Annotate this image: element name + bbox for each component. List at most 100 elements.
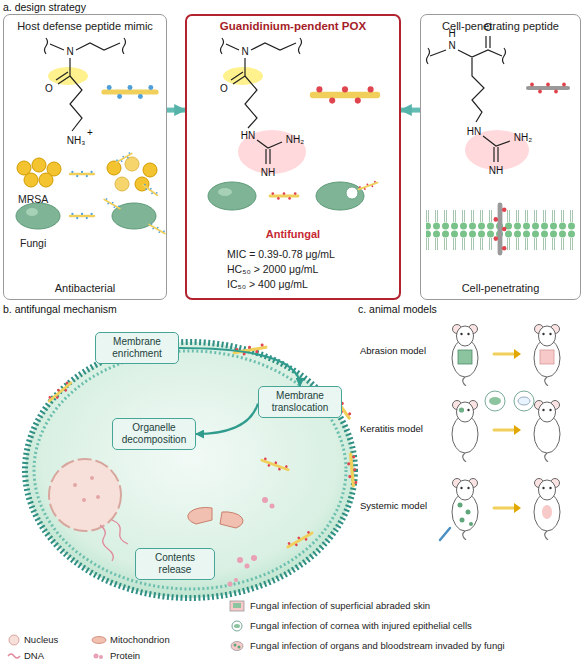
chemical-structure [226, 43, 296, 50]
protein [237, 557, 243, 563]
panel-title: Cell-penetrating peptide [421, 20, 580, 33]
chemical-structure [427, 48, 506, 64]
polymer-rod [346, 454, 357, 487]
legend-text: Fungal infection of cornea with injured … [250, 620, 472, 631]
polymer-rod [358, 180, 379, 192]
mouse-model [494, 429, 514, 432]
mouse-model [485, 391, 505, 411]
mouse-model [514, 503, 521, 513]
chemical-structure [223, 67, 263, 85]
bacteria-cluster [17, 158, 61, 187]
atom-label: HN [241, 131, 255, 141]
mouse-model [466, 510, 471, 515]
mouse-model [494, 353, 514, 356]
polymer-rod [286, 530, 314, 551]
mouse-model [440, 479, 560, 541]
mouse-model [514, 425, 521, 435]
strategy-panel: Host defense peptide mimicMRSAFungiAntib… [3, 14, 167, 300]
charge-label: + [87, 128, 93, 138]
chemical-structure [221, 38, 302, 54]
legend-item: Fungal infection of superficial abraded … [250, 600, 430, 611]
panel-caption: Antifungal [187, 228, 399, 241]
protein [228, 497, 275, 587]
node-text: Organelle decomposition [119, 422, 189, 446]
legend-icon [233, 603, 241, 608]
node-text: Membrane translocation [265, 390, 335, 414]
protein [262, 497, 268, 503]
polymer-rod [47, 380, 73, 404]
lipid-bilayer [426, 206, 576, 252]
polymer-rod [148, 222, 166, 235]
chemical-structure [45, 38, 126, 54]
flow-arrow [167, 108, 185, 113]
atom-label: NH [489, 166, 503, 176]
chemical-structure [472, 58, 484, 122]
atom-label: H [448, 29, 455, 39]
bacteria-cluster [24, 173, 38, 187]
chemical-structure [483, 136, 510, 162]
mouse-model [452, 401, 478, 463]
chemical-structure [45, 38, 126, 131]
disrupted-bacteria [115, 177, 129, 191]
chemical-structure [48, 67, 88, 85]
mechanism-box: Membrane translocation [258, 386, 342, 418]
figure-label: MRSA [18, 193, 48, 206]
chemical-structure [486, 36, 490, 48]
mouse-model [452, 325, 478, 387]
mouse-model [452, 391, 560, 462]
nucleus [90, 476, 94, 480]
mouse-model [489, 397, 501, 405]
mechanism-box: Organelle decomposition [112, 418, 196, 450]
chemical-structure [430, 50, 502, 57]
legend-icon [234, 644, 237, 647]
legend-icon [232, 621, 242, 631]
disrupted-bacteria [107, 157, 157, 191]
mitochondrion [220, 512, 243, 528]
nucleus [96, 495, 100, 499]
mouse-model [514, 391, 534, 411]
panel-caption: Cell-penetrating [421, 282, 580, 295]
flow-arrow [196, 404, 258, 434]
panel-title: Host defense peptide mimic [4, 20, 166, 33]
fungal-cell-large [25, 342, 355, 598]
property-value: IC₅₀ > 400 μg/mL [227, 278, 308, 291]
legend-text: Protein [110, 650, 140, 661]
polymer-rod [270, 192, 298, 200]
atom-label: N [66, 47, 73, 57]
mitochondrion [188, 507, 212, 524]
dna-strand [112, 520, 128, 544]
protein [251, 555, 257, 561]
dna-strand [100, 525, 113, 561]
property-value: HC₅₀ > 2000 μg/mL [227, 263, 318, 276]
legend-item: Fungal infection of organs and bloodstre… [250, 640, 505, 651]
mouse-model [494, 507, 514, 510]
dna-strand [100, 520, 128, 561]
mouse-model [458, 350, 472, 364]
fungal-cell-large [25, 342, 355, 598]
model-label: Keratitis model [360, 424, 423, 434]
polymer-rod [261, 457, 290, 474]
chemical-structure [50, 43, 120, 50]
panel-caption: Antibacterial [4, 282, 166, 295]
disrupted-bacteria [125, 157, 139, 171]
protein [234, 578, 238, 582]
chemical-structure [427, 36, 530, 170]
damaged-fungal-cell [346, 187, 358, 199]
node-text: Contents release [142, 552, 208, 576]
chemical-structure [257, 140, 282, 164]
damaged-fungal-cell [316, 182, 364, 210]
legend-item: Mitochondrion [110, 634, 170, 645]
mouse-model [440, 528, 450, 540]
damaged-fungal-cell [316, 182, 364, 210]
legend-icon [9, 635, 19, 645]
atom-label: NH₂ [286, 135, 304, 145]
polymer-rod [115, 151, 133, 164]
fungal-cell-large [25, 342, 355, 598]
atom-label: O [484, 23, 492, 33]
protein [270, 504, 275, 509]
legend-icon [99, 655, 103, 659]
atom-label: NH [261, 168, 275, 178]
legend-item: Fungal infection of cornea with injured … [250, 620, 472, 631]
